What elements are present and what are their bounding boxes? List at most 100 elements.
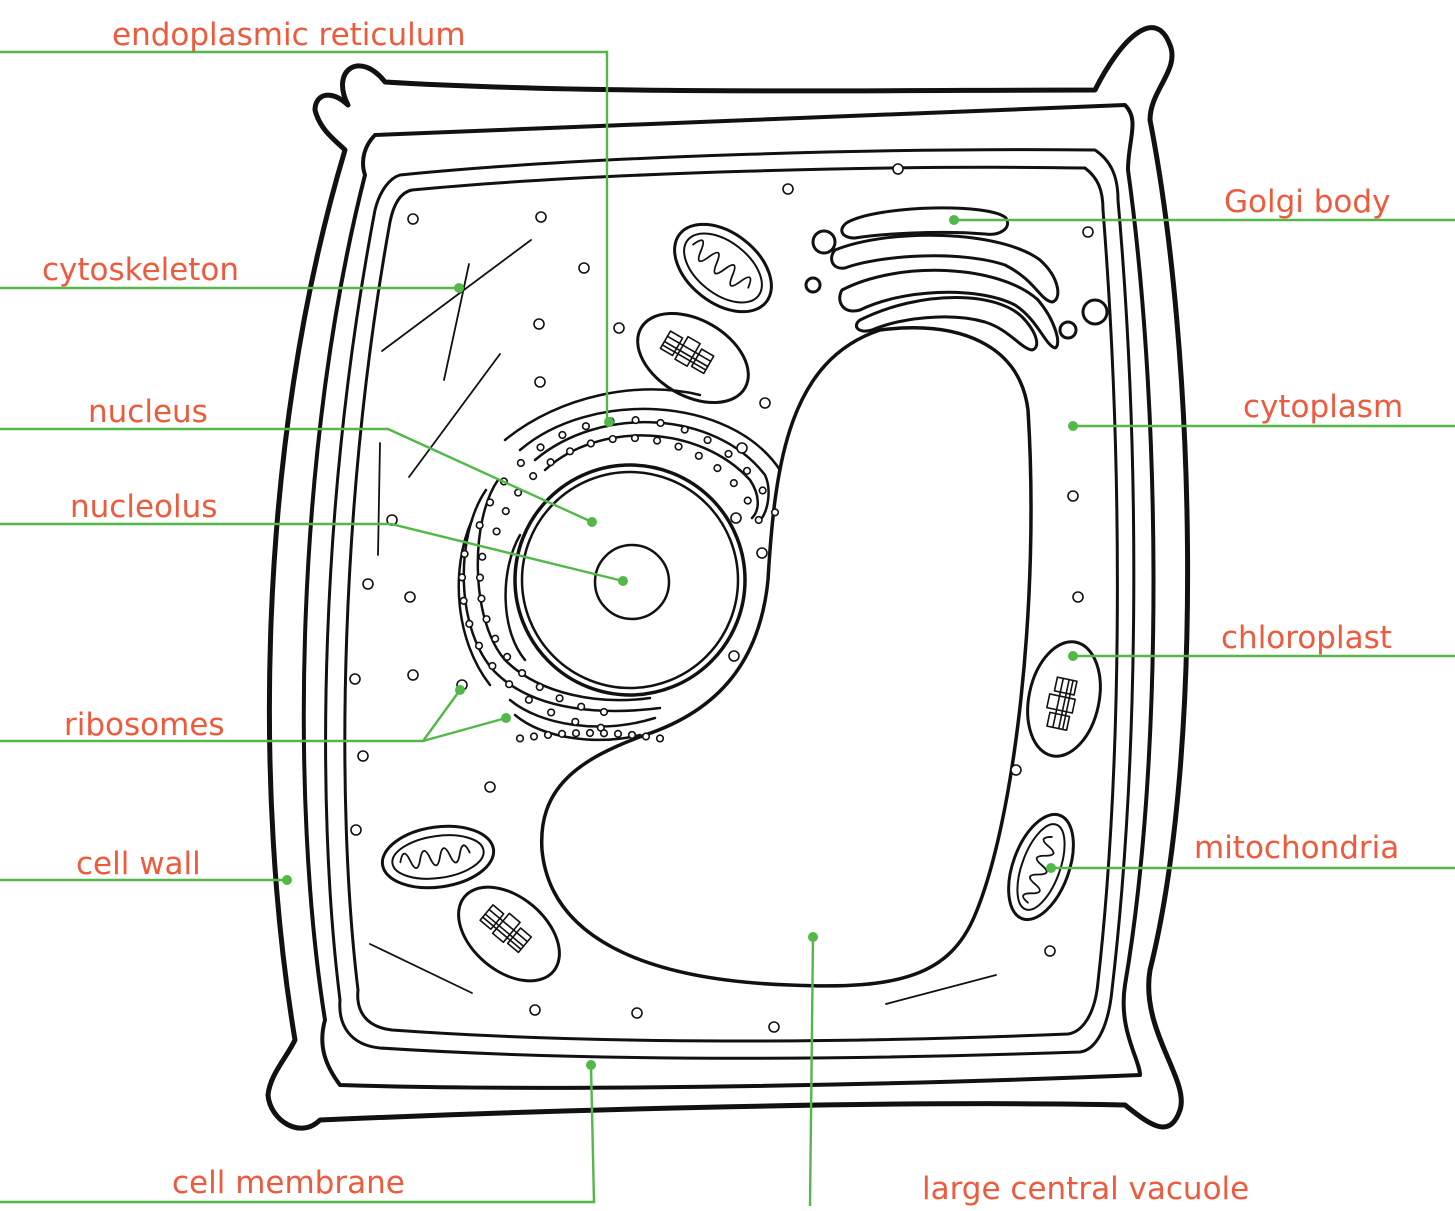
vesicle-dot — [737, 443, 747, 453]
vesicle-dot — [363, 579, 373, 589]
label-cytoskeleton: cytoskeleton — [42, 255, 239, 286]
golgi-cisternae — [806, 208, 1107, 350]
er-ribosome-dot — [483, 616, 490, 623]
label-cytoplasm: cytoplasm — [1243, 392, 1403, 423]
dot-nucleus — [587, 517, 597, 527]
er-ribosome-dot — [731, 480, 738, 487]
vesicle-dot — [731, 513, 741, 523]
vesicle-dot — [893, 164, 903, 174]
vesicle-dot — [408, 214, 418, 224]
label-mitochondria: mitochondria — [1194, 833, 1399, 864]
er-ribosome-dot — [583, 423, 590, 430]
er-ribosome-dot — [506, 681, 513, 688]
er-ribosome-dot — [545, 732, 552, 739]
er-ribosome-dot — [601, 709, 608, 716]
vesicle-dot — [485, 782, 495, 792]
dot-mitochondria — [1046, 863, 1056, 873]
er-ribosome-dot — [477, 574, 484, 581]
er-ribosome-dot — [559, 731, 566, 738]
leader-ribosomes-2 — [423, 718, 506, 741]
vesicle-dot — [729, 651, 739, 661]
er-ribosome-dot — [601, 730, 608, 737]
er-ribosome-dot — [632, 435, 639, 442]
er-ribosome-dot — [530, 473, 537, 480]
vesicle-dot — [1045, 946, 1055, 956]
er-ribosome-dot — [476, 642, 483, 649]
vesicle-dot — [536, 212, 546, 222]
er-ribosome-dot — [479, 553, 486, 560]
er-ribosome-dot — [536, 684, 543, 691]
er-ribosome-dot — [461, 551, 468, 558]
mitochondrion-top — [658, 207, 788, 330]
vesicle-dot — [405, 592, 415, 602]
dot-cell-membrane — [586, 1060, 596, 1070]
nucleus-envelope — [515, 465, 745, 695]
er-ribosome-dot — [531, 733, 538, 740]
vesicle-dot — [614, 323, 624, 333]
er-ribosome-dot — [504, 654, 511, 661]
er-ribosome-dot — [609, 436, 616, 443]
er-ribosome-dot — [578, 703, 585, 710]
chloroplast-top — [622, 295, 764, 421]
er-ribosome-dot — [643, 733, 650, 740]
er-ribosome-dot — [714, 465, 721, 472]
er-ribosome-dot — [725, 451, 732, 458]
vesicle-dot — [408, 670, 418, 680]
er-ribosome-dot — [632, 417, 639, 424]
cell-membrane-outer — [326, 150, 1134, 1059]
er-ribosome-dot — [675, 443, 682, 450]
dot-vacuole — [808, 932, 818, 942]
er-ribosome-dot — [629, 732, 636, 739]
er-ribosome-dot — [587, 730, 594, 737]
er-ribosome-dot — [517, 735, 524, 742]
vesicle-dot — [769, 1022, 779, 1032]
leader-vacuole — [810, 937, 813, 1206]
label-nucleolus: nucleolus — [70, 492, 217, 523]
label-golgi-body: Golgi body — [1224, 187, 1390, 218]
vesicle-dot — [358, 751, 368, 761]
er-ribosome-dot — [459, 574, 466, 581]
er-ribosome-dot — [744, 497, 751, 504]
label-cell-membrane: cell membrane — [172, 1168, 405, 1199]
dot-cytoplasm — [1068, 421, 1078, 431]
er-ribosome-dot — [466, 621, 473, 628]
er-ribosome-dot — [537, 444, 544, 451]
vesicle-dot — [1011, 765, 1021, 775]
er-ribosome-dot — [526, 696, 533, 703]
vesicle-dot — [350, 674, 360, 684]
vesicle-dot — [1068, 491, 1078, 501]
er-ribosome-dot — [744, 468, 751, 475]
vesicle-dot — [783, 184, 793, 194]
dot-cell-wall — [282, 875, 292, 885]
dot-ribosomes-b — [501, 713, 511, 723]
leader-er — [0, 52, 607, 422]
er-ribosome-dot — [681, 426, 688, 433]
er-ribosome-dot — [654, 437, 661, 444]
dot-ribosomes-a — [455, 685, 465, 695]
vesicle-dot — [351, 825, 361, 835]
vesicle-dot — [757, 548, 767, 558]
er-ribosome-dot — [487, 499, 494, 506]
er-ribosome-dot — [755, 517, 762, 524]
er-ribosome-dot — [518, 460, 525, 467]
er-ribosome-dot — [759, 487, 766, 494]
chloroplast-left — [441, 868, 577, 999]
dot-golgi — [949, 215, 959, 225]
vacuole-outline — [542, 328, 1031, 986]
vesicle-dot — [1083, 227, 1093, 237]
vesicle-dot — [1073, 592, 1083, 602]
er-ribosome-dot — [493, 528, 500, 535]
er-ribosome-dot — [704, 437, 711, 444]
vesicle-dot — [535, 377, 545, 387]
er-ribosome-dot — [478, 595, 485, 602]
nucleolus-shape — [595, 545, 669, 619]
dot-nucleolus — [618, 576, 628, 586]
er-ribosome-dot — [588, 440, 595, 447]
er-ribosome-dot — [657, 420, 664, 427]
dot-cytoskeleton — [454, 283, 464, 293]
label-cell-wall: cell wall — [76, 849, 201, 880]
vesicle-dot — [760, 398, 770, 408]
chloroplast-right — [1018, 635, 1111, 763]
